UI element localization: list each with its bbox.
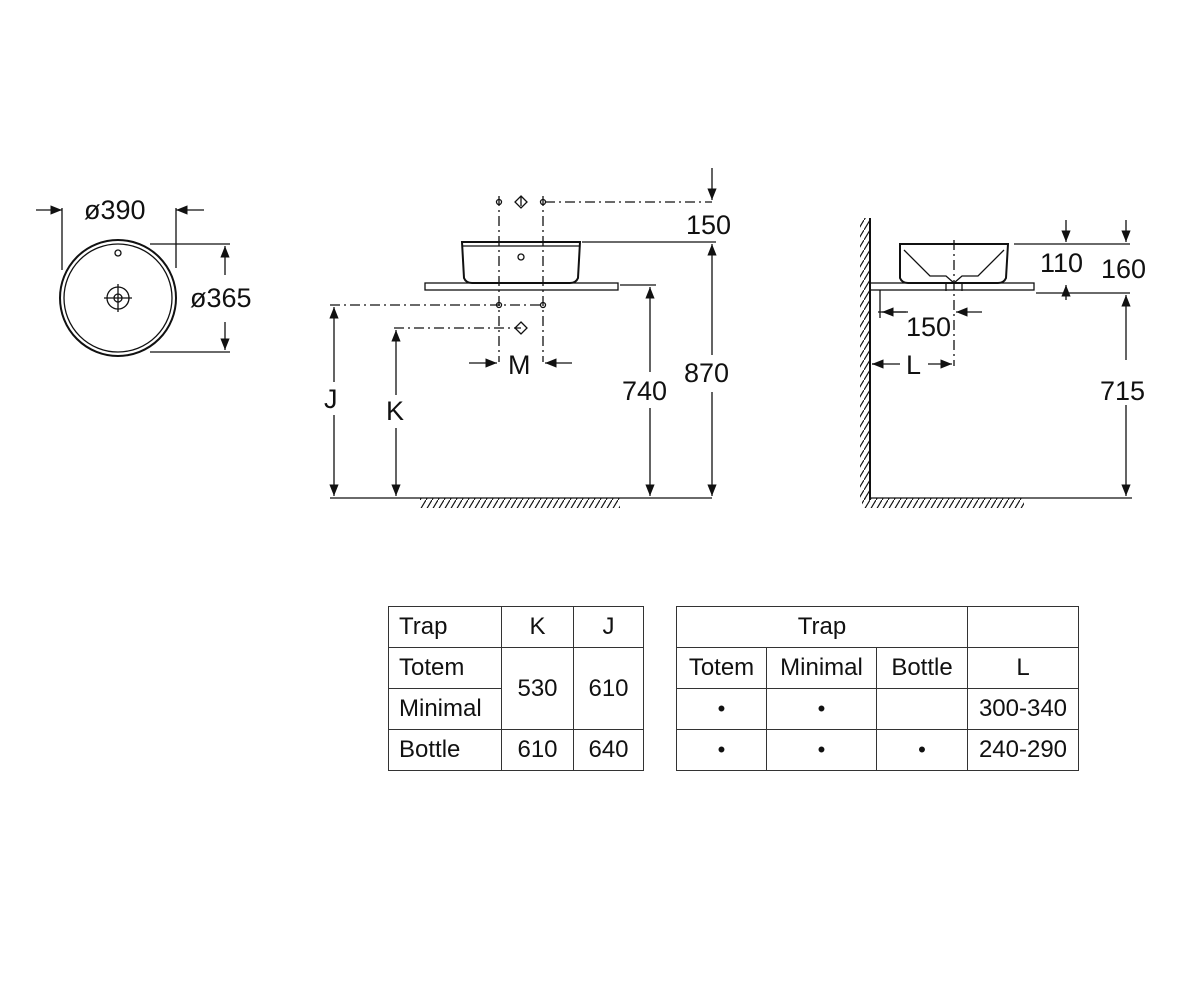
trap-kj-table: Trap K J Totem 530 610 Minimal Bottle 61… <box>388 606 644 771</box>
header-bottle: Bottle <box>876 647 968 689</box>
header-trap-group: Trap <box>676 606 968 648</box>
tap-offset-label: 150 <box>686 210 731 240</box>
dim-l-label: L <box>906 350 921 380</box>
j-value: 610 <box>573 647 644 730</box>
dim-j-label: J <box>324 384 338 414</box>
header-k: K <box>501 606 574 648</box>
table-row: • • 300-340 <box>676 688 1079 730</box>
counter-height-label: 715 <box>1100 376 1145 406</box>
totem-mark: • <box>676 729 767 771</box>
basin-side <box>899 243 1010 284</box>
wall-hatch <box>860 218 870 500</box>
dim-m-label: M <box>508 350 531 380</box>
header-trap: Trap <box>388 606 502 648</box>
basin-inner-rim <box>63 243 173 353</box>
front-view: 150 870 740 J K M <box>324 168 731 508</box>
overflow-hole <box>517 253 525 261</box>
minimal-mark: • <box>766 729 877 771</box>
bowl-depth-label: 110 <box>1040 248 1083 278</box>
j-value: 640 <box>573 729 644 771</box>
header-minimal: Minimal <box>766 647 877 689</box>
side-view: 110 160 715 150 L <box>860 218 1146 508</box>
trap-name: Totem <box>388 647 502 689</box>
header-l: L <box>967 647 1079 689</box>
bottle-mark: • <box>876 729 968 771</box>
l-value: 300-340 <box>967 688 1079 730</box>
header-totem: Totem <box>676 647 767 689</box>
basin-front <box>460 241 582 284</box>
dim-k-label: K <box>386 396 404 426</box>
overflow-hole <box>114 249 122 257</box>
k-value: 610 <box>501 729 574 771</box>
trap-name: Minimal <box>388 688 502 730</box>
height-basin-top-label: 870 <box>684 358 729 388</box>
minimal-mark: • <box>766 688 877 730</box>
trap-name: Bottle <box>388 729 502 771</box>
inner-diameter-label: ø365 <box>190 283 252 313</box>
basin-height-label: 160 <box>1101 254 1146 284</box>
waste-offset-label: 150 <box>906 312 951 342</box>
trap-l-table: Trap Totem Minimal Bottle L • • 300-340 … <box>676 606 1079 771</box>
header-empty <box>967 606 1079 648</box>
outer-diameter-label: ø390 <box>84 195 146 225</box>
totem-mark: • <box>676 688 767 730</box>
height-counter-label: 740 <box>622 376 667 406</box>
basin-outer-rim <box>59 239 177 357</box>
table-row: • • • 240-290 <box>676 729 1079 771</box>
countertop <box>424 282 619 291</box>
drain-icon <box>104 284 132 312</box>
k-value: 530 <box>501 647 574 730</box>
countertop <box>869 282 1035 291</box>
bottle-mark <box>876 688 968 730</box>
header-j: J <box>573 606 644 648</box>
l-value: 240-290 <box>967 729 1079 771</box>
floor-hatch <box>862 498 1024 508</box>
plan-view: ø390 ø365 <box>36 195 252 357</box>
floor-hatch <box>420 498 620 508</box>
